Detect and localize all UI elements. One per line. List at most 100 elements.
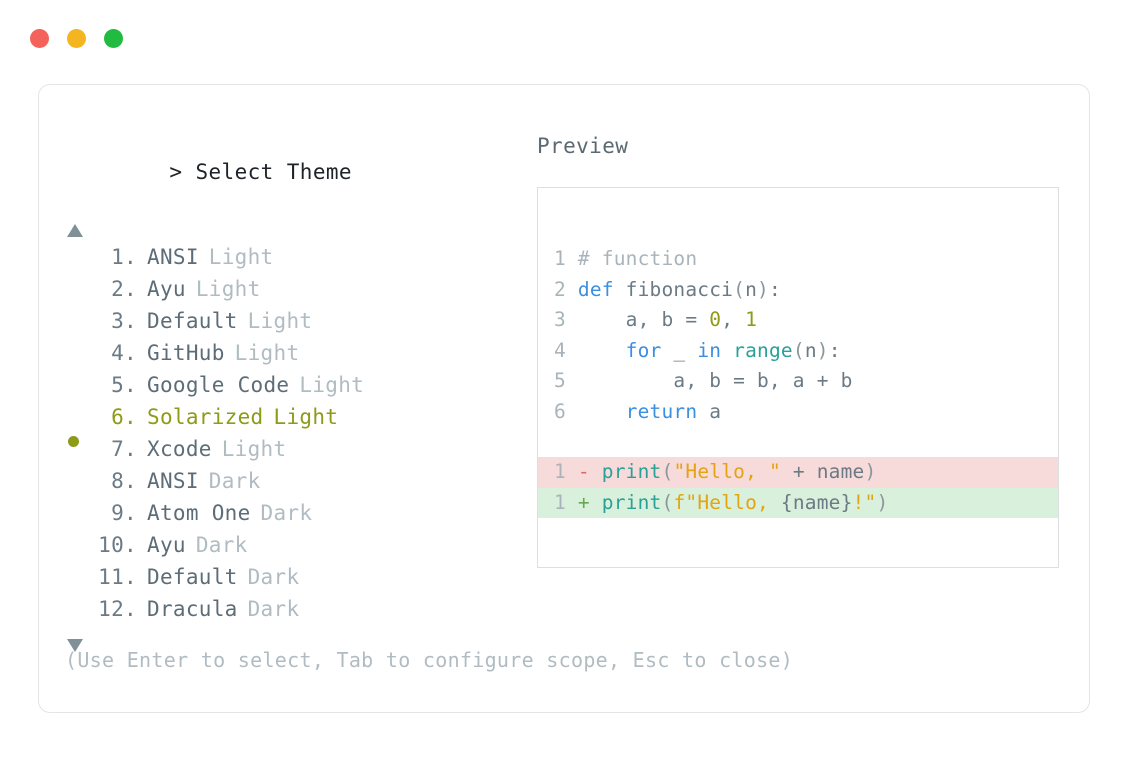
code-token [578, 400, 626, 423]
code-line: 4 for _ in range(n): [538, 336, 1058, 367]
close-window-button[interactable] [30, 29, 49, 48]
diff-minus-marker: - [577, 460, 602, 483]
theme-item-index: 3. [111, 309, 137, 333]
maximize-window-button[interactable] [104, 29, 123, 48]
theme-item-name: Google Code [147, 373, 290, 397]
code-token: ( [792, 338, 805, 362]
code-token: a, b = [577, 308, 710, 331]
code-token: return [625, 399, 698, 423]
scroll-down-indicator[interactable] [65, 625, 535, 659]
code-token: 1 [745, 308, 758, 331]
code-token [721, 339, 733, 362]
theme-item-variant: Dark [195, 533, 248, 557]
code-token: ) [876, 490, 889, 514]
theme-item-variant: Light [221, 437, 287, 461]
theme-item-index: 1. [111, 245, 137, 269]
theme-item-index: 7. [111, 437, 137, 461]
code-token: , [721, 308, 746, 331]
code-token: a, b = b, a + b [577, 369, 853, 392]
line-number: 1 [554, 460, 578, 483]
code-token: f"Hello, [673, 490, 781, 514]
theme-item-name: GitHub [147, 341, 225, 365]
triangle-up-icon [67, 224, 83, 237]
code-line: 5 a, b = b, a + b [538, 366, 1058, 397]
theme-item-name: ANSI [147, 469, 199, 493]
code-token: n [745, 277, 758, 301]
line-number: 5 [554, 369, 578, 392]
code-token: for [625, 338, 662, 362]
scroll-up-indicator[interactable] [65, 211, 535, 241]
theme-list-item[interactable]: 4. GitHub Light [65, 337, 535, 369]
code-token: fibonacci [613, 277, 734, 301]
line-number: 3 [554, 308, 578, 331]
preview-label: Preview [537, 134, 629, 158]
diff-added-line: 1 + print(f"Hello, {name}!") [538, 487, 1058, 519]
theme-list-item[interactable]: 7. Xcode Light [65, 433, 535, 465]
selected-dot-icon [68, 436, 79, 447]
code-line: 3 a, b = 0, 1 [538, 305, 1058, 336]
theme-item-variant: Dark [260, 501, 313, 525]
theme-item-name: Xcode [147, 437, 212, 461]
code-token: n [804, 338, 817, 362]
code-line: 6 return a [538, 397, 1058, 428]
line-number: 4 [554, 338, 578, 362]
code-line: 2 def fibonacci(n): [538, 275, 1058, 306]
code-token: ) [864, 460, 877, 483]
theme-item-name: Solarized [147, 405, 264, 429]
diff-plus-marker: + [577, 490, 602, 514]
minimize-window-button[interactable] [67, 29, 86, 48]
diff-line-content: 1 + print(f"Hello, {name}!") [538, 488, 1058, 519]
theme-item-name: Dracula [147, 597, 238, 621]
theme-item-index: 5. [111, 373, 137, 397]
code-token: ) [757, 277, 769, 301]
code-token: # function [577, 247, 698, 270]
code-token: range [733, 338, 793, 362]
code-token: !" [852, 490, 877, 514]
line-number: 1 [554, 247, 578, 270]
code-token: print [601, 460, 662, 483]
theme-item-variant: Light [234, 341, 300, 365]
theme-item-index: 4. [111, 341, 137, 365]
code-token: ) [816, 338, 829, 362]
theme-item-name: Ayu [147, 533, 186, 557]
diff-removed-line: 1 - print("Hello, " + name) [538, 457, 1058, 488]
code-token: print [601, 490, 662, 514]
prompt-header: > Select Theme [65, 133, 535, 211]
code-token: ( [733, 277, 746, 301]
code-token: a [697, 399, 722, 423]
theme-item-name: Default [147, 309, 238, 333]
code-token: _ [661, 338, 698, 362]
code-token: : [828, 338, 841, 362]
code-token: + name [780, 460, 865, 483]
triangle-down-icon [67, 639, 83, 652]
code-token: 0 [709, 308, 722, 331]
code-spacer [538, 427, 1058, 457]
code-token: "Hello, " [673, 460, 781, 483]
theme-item-index: 11. [98, 565, 137, 589]
code-line: 1 # function [538, 244, 1058, 275]
diff-line-content: 1 - print("Hello, " + name) [538, 457, 1058, 488]
code-token: def [577, 277, 614, 301]
keyboard-hint: (Use Enter to select, Tab to configure s… [65, 648, 794, 672]
theme-item-variant: Dark [247, 597, 300, 621]
theme-item-name: Ayu [147, 277, 186, 301]
theme-list-item[interactable]: 12. Dracula Dark [65, 593, 535, 625]
theme-item-variant: Dark [247, 565, 300, 589]
theme-item-index: 6. [111, 405, 137, 429]
theme-item-index: 12. [98, 597, 137, 621]
code-token: ( [661, 460, 674, 483]
